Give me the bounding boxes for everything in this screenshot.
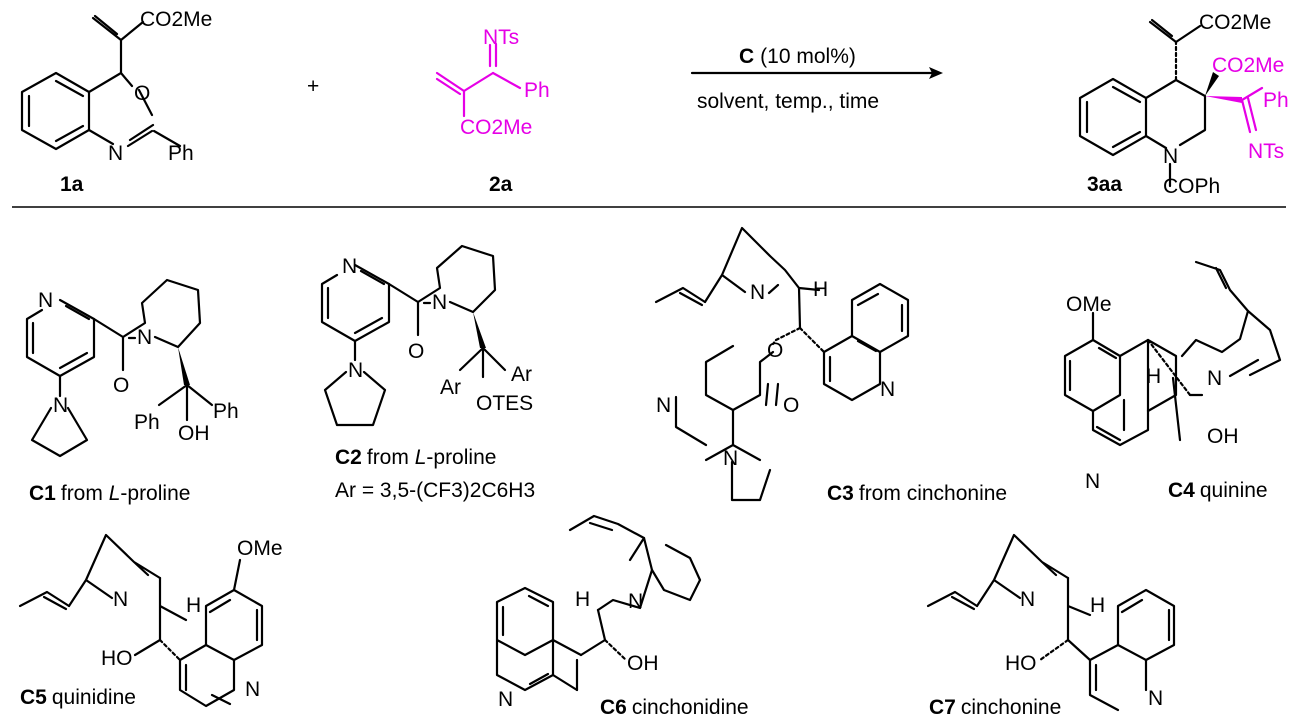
compound-id-3aa: 3aa [1087,173,1122,196]
quinuclidine-n-label: N [628,590,643,613]
methoxy-label: OMe [1066,293,1112,316]
ester-top-label: CO2Me [1199,11,1271,34]
quinuclidine-n-label: N [1207,367,1222,390]
ring-oxygen-label: O [134,82,150,105]
ntos-imine-label: NTs [483,26,519,49]
aryl-right-label: Ar [511,363,532,386]
catalyst-c2-aryl-note: Ar = 3,5-(CF3)2C6H3 [335,479,535,502]
pyrrolidine-n-label: N [53,394,68,417]
ntos-imine-label: NTs [1248,140,1284,163]
pyridine-n-label: N [342,255,357,278]
quinoline-n-label: N [245,678,260,701]
amide-n-label: N [137,326,152,349]
methine-h-label: H [1146,365,1161,388]
phenyl-left-label: Ph [134,411,160,434]
hydroxyl-label: OH [178,422,210,445]
methine-h-label: H [186,594,201,617]
amide-n-label: N [432,291,447,314]
phenyl-label: Ph [524,79,550,102]
otes-label: OTES [476,392,533,415]
ring-nitrogen-label: N [1163,145,1178,168]
quinoline-n-label: N [498,688,513,711]
arrow-conditions-text: solvent, temp., time [697,90,879,113]
benzoyl-label: COPh [1163,175,1220,198]
quinuclidine-n-label: N [113,588,128,611]
ester-quaternary-label: CO2Me [1212,54,1284,77]
hydroxyl-label: OH [627,652,659,675]
carbonyl-o-label: O [408,340,424,363]
pyridine-n-label: N [656,394,671,417]
pyrrolidine-n-label: N [348,359,363,382]
compound-id-2a: 2a [489,173,513,196]
quinoline-n-label: N [1148,687,1163,710]
methine-h-label: H [575,588,590,611]
hydroxyl-label: HO [101,647,133,670]
phenyl-label: Ph [168,142,194,165]
phenyl-label: Ph [1263,89,1289,112]
compound-3aa: CO2Me CO2Me Ph NTs N COPh 3aa [1078,11,1289,198]
reaction-arrow: C(10 mol%) solvent, temp., time [690,45,943,113]
aryl-left-label: Ar [440,376,461,399]
pyridine-n-label: N [38,289,53,312]
methine-h-label: H [1090,594,1105,617]
pyrrolidine-n-label: N [723,447,738,470]
hydroxyl-label: OH [1207,425,1239,448]
ester-label: CO2Me [140,8,212,31]
carbonyl-o-label: O [783,394,799,417]
arrow-catalyst-text: C(10 mol%) [739,45,856,68]
compound-id-1a: 1a [60,173,84,196]
phenyl-right-label: Ph [213,400,239,423]
ester-label: CO2Me [460,116,532,139]
methine-h-label: H [813,278,828,301]
ester-o-label: O [767,339,783,362]
methoxy-label: OMe [237,537,283,560]
quinoline-n-label: N [1085,470,1100,493]
hydroxyl-label: HO [1005,652,1037,675]
ring-nitrogen-label: N [108,142,123,165]
quinoline-n-label: N [880,378,895,401]
plus-sign: + [307,75,319,98]
quinuclidine-n-label: N [1020,588,1035,611]
compound-2a: NTs Ph CO2Me 2a [435,26,550,196]
quinuclidine-n-label: N [750,281,765,304]
compound-1a: CO2Me O N Ph 1a [20,8,212,196]
carbonyl-o-label: O [113,374,129,397]
